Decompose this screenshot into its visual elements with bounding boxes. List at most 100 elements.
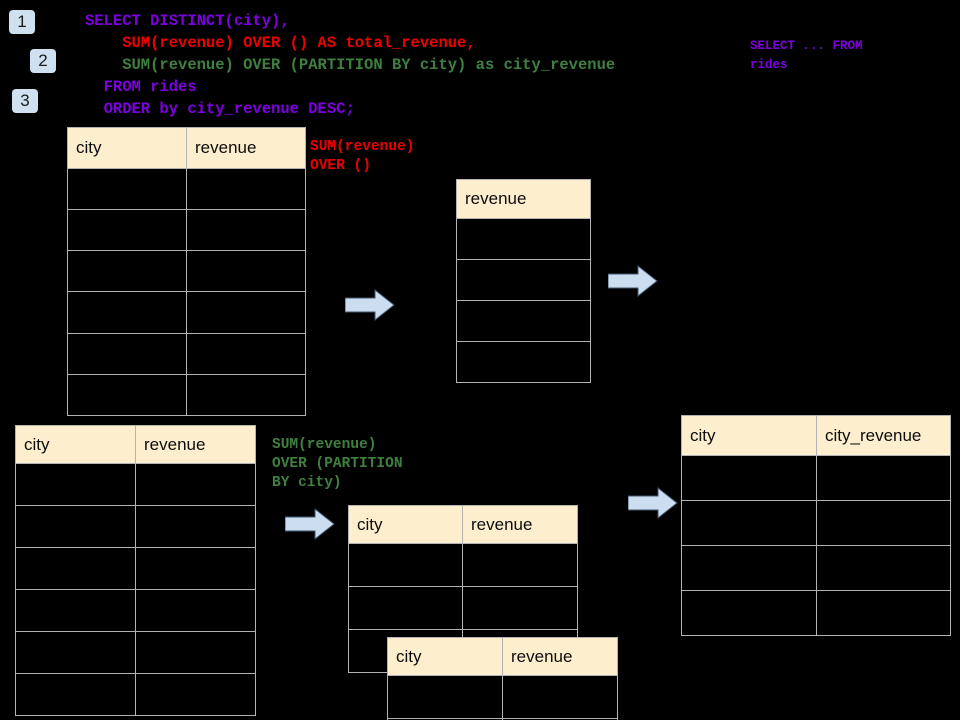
table-row <box>67 332 306 375</box>
sql-line-city-revenue: SUM(revenue) OVER (PARTITION BY city) as… <box>85 56 616 74</box>
sql-line-total-revenue: SUM(revenue) OVER () AS total_revenue, <box>85 34 476 52</box>
step-badge-2[interactable]: 2 <box>30 49 56 73</box>
column-header-city: city <box>387 637 503 676</box>
cell-revenue <box>135 505 256 548</box>
total-revenue-table: revenue <box>456 179 591 383</box>
cell-revenue <box>186 373 306 417</box>
table-row <box>15 505 256 548</box>
cell-revenue <box>186 209 306 252</box>
cell-city <box>67 332 187 375</box>
cell-city <box>681 500 817 546</box>
cell-city <box>67 250 187 293</box>
table-header-row: city revenue <box>387 637 618 676</box>
cell-revenue <box>456 341 591 383</box>
arrow-source-to-total <box>345 289 395 321</box>
column-header-city: city <box>67 127 187 169</box>
column-header-revenue: revenue <box>462 505 578 544</box>
table-body <box>67 167 306 417</box>
sql-line-order-by: ORDER by city_revenue DESC; <box>85 100 355 118</box>
table-row <box>15 463 256 506</box>
cell-revenue <box>462 586 578 630</box>
cell-revenue <box>135 463 256 506</box>
cell-city <box>15 547 136 590</box>
column-header-revenue: revenue <box>135 425 256 464</box>
table-row <box>15 673 256 716</box>
sql-line-select: SELECT DISTINCT(city), <box>85 12 290 30</box>
cell-city <box>15 463 136 506</box>
table-row <box>387 675 618 719</box>
table-header-row: city city_revenue <box>681 415 951 456</box>
table-header-row: city revenue <box>15 425 256 464</box>
table-header-row: city revenue <box>67 127 306 169</box>
table-row <box>348 543 578 587</box>
cell-revenue <box>186 250 306 293</box>
arrow-total-to-result <box>608 265 658 297</box>
table-row <box>15 589 256 632</box>
cell-revenue <box>135 673 256 716</box>
table-row <box>681 455 951 501</box>
table-head: city revenue <box>348 505 578 544</box>
step-badge-3[interactable]: 3 <box>12 89 38 113</box>
annotation-sum-over-partition: SUM(revenue) OVER (PARTITION BY city) <box>272 437 403 491</box>
table-body <box>387 675 618 720</box>
result-table: city city_revenue <box>681 415 951 636</box>
cell-city <box>67 209 187 252</box>
rides-source-table-partitioned: city revenue <box>15 425 256 716</box>
cell-city <box>15 673 136 716</box>
cell-revenue <box>502 718 618 720</box>
cell-city <box>67 291 187 334</box>
step-badge-2-label: 2 <box>38 51 48 70</box>
table-header-row: revenue <box>456 179 591 219</box>
table-head: revenue <box>456 179 591 219</box>
cell-revenue <box>186 291 306 334</box>
table-row <box>456 300 591 342</box>
cell-revenue <box>462 543 578 587</box>
cell-city <box>387 675 503 719</box>
table-row <box>15 547 256 590</box>
table-row <box>67 291 306 334</box>
table-head: city revenue <box>67 127 306 169</box>
table-row <box>67 373 306 417</box>
step-badge-1-label: 1 <box>17 12 27 31</box>
table-header-row: city revenue <box>348 505 578 544</box>
column-header-revenue: revenue <box>456 179 591 219</box>
table-head: city city_revenue <box>681 415 951 456</box>
cell-city <box>681 590 817 636</box>
annotation-sum-over-empty: SUM(revenue) OVER () <box>310 139 415 174</box>
column-header-revenue: revenue <box>502 637 618 676</box>
column-header-revenue: revenue <box>186 127 306 169</box>
arrow-source-to-partition <box>285 508 335 540</box>
table-row <box>456 341 591 383</box>
table-row <box>456 259 591 301</box>
cell-city <box>15 631 136 674</box>
table-row <box>387 718 618 720</box>
table-head: city revenue <box>15 425 256 464</box>
step-badge-3-label: 3 <box>20 91 30 110</box>
table-body <box>15 463 256 716</box>
cell-revenue <box>135 631 256 674</box>
sql-line-from: FROM rides <box>85 78 197 96</box>
table-body <box>456 218 591 383</box>
table-row <box>348 586 578 630</box>
cell-revenue <box>456 218 591 260</box>
cell-city-revenue <box>816 500 951 546</box>
rides-source-table: city revenue <box>67 127 306 417</box>
cell-revenue <box>186 332 306 375</box>
table-body <box>681 455 951 636</box>
column-header-city: city <box>348 505 463 544</box>
table-row <box>67 209 306 252</box>
cell-city <box>15 505 136 548</box>
table-row <box>67 250 306 293</box>
cell-city <box>348 586 463 630</box>
cell-revenue <box>502 675 618 719</box>
cell-city-revenue <box>816 590 951 636</box>
cell-city <box>348 543 463 587</box>
table-head: city revenue <box>387 637 618 676</box>
step-badge-1[interactable]: 1 <box>9 10 35 34</box>
cell-city-revenue <box>816 455 951 501</box>
cell-city <box>15 589 136 632</box>
table-row <box>681 590 951 636</box>
table-row <box>15 631 256 674</box>
table-row <box>67 167 306 211</box>
table-row <box>456 218 591 260</box>
